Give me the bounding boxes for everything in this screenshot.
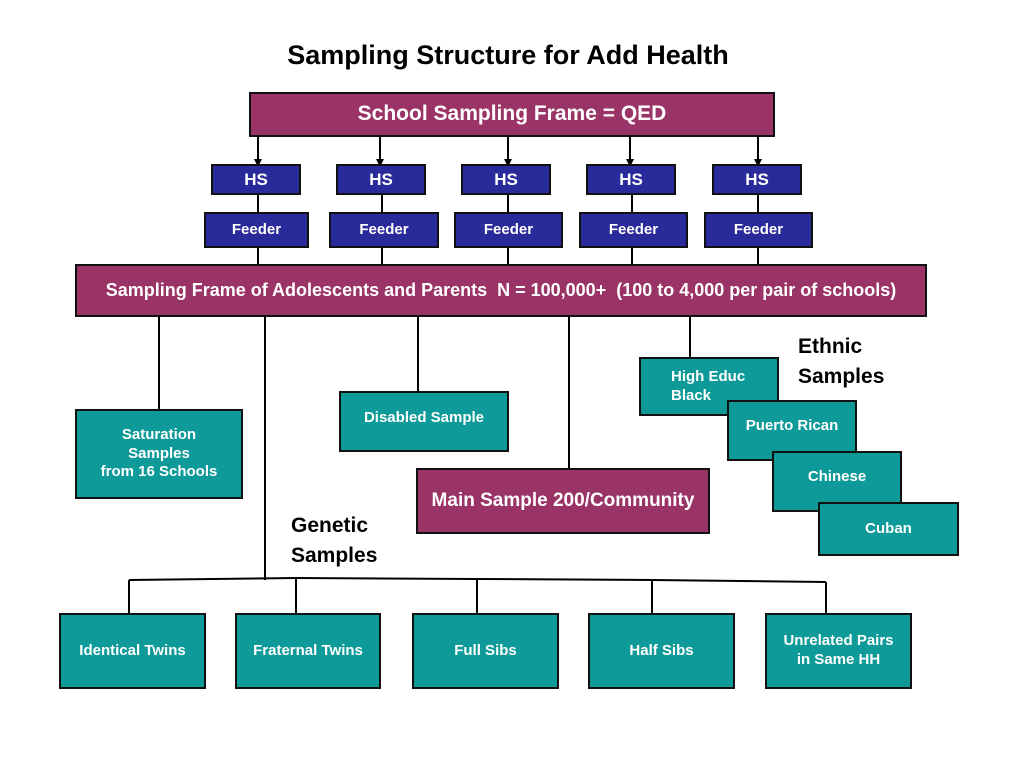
disabled-sample-label: Disabled Sample bbox=[363, 409, 485, 426]
school-sampling-frame-label: School Sampling Frame = QED bbox=[357, 102, 667, 126]
ethnic-label-high-educ-black: High Educ Black bbox=[671, 367, 746, 404]
genetic-heading-line-1: Genetic bbox=[291, 514, 369, 537]
hs-label: HS bbox=[745, 169, 769, 189]
saturation-line-2: Samples bbox=[128, 444, 190, 462]
feeder-box-2: Feeder bbox=[329, 212, 439, 248]
feeder-label: Feeder bbox=[733, 220, 784, 238]
main-sample-label: Main Sample 200/Community bbox=[431, 490, 695, 512]
genetic-box-half-sibs: Half Sibs bbox=[588, 613, 735, 689]
ethnic-heading-line-1: Ethnic bbox=[798, 335, 863, 358]
feeder-label: Feeder bbox=[608, 220, 659, 238]
genetic-label-fraternal-twins: Fraternal Twins bbox=[253, 641, 363, 659]
hs-box-3: HS bbox=[461, 164, 551, 195]
hs-label: HS bbox=[369, 169, 393, 189]
ethnic-box-high-educ-black: High Educ Black bbox=[639, 357, 779, 416]
feeder-box-1: Feeder bbox=[204, 212, 309, 248]
genetic-label-half-sibs: Half Sibs bbox=[629, 641, 694, 659]
hs-box-2: HS bbox=[336, 164, 426, 195]
ethnic-box-chinese: Chinese bbox=[772, 451, 902, 512]
ethnic-label-cuban: Cuban bbox=[865, 519, 912, 537]
genetic-box-unrelated-pairs: Unrelated Pairs in Same HH bbox=[765, 613, 912, 689]
ethnic-box-cuban: Cuban bbox=[818, 502, 959, 556]
diagram-title: Sampling Structure for Add Health bbox=[287, 40, 729, 70]
saturation-line-3: from 16 Schools bbox=[100, 463, 218, 481]
school-sampling-frame-box: School Sampling Frame = QED bbox=[249, 92, 775, 137]
genetic-heading-line-2: Samples bbox=[291, 544, 378, 567]
feeder-label: Feeder bbox=[231, 220, 282, 238]
ethnic-heading-line-2: Samples bbox=[798, 365, 885, 388]
main-sample-box: Main Sample 200/Community bbox=[416, 468, 710, 534]
hs-label: HS bbox=[494, 169, 518, 189]
saturation-line-1: Saturation bbox=[121, 425, 197, 443]
feeder-label: Feeder bbox=[359, 220, 409, 238]
ethnic-samples-heading: Ethnic Samples bbox=[798, 332, 884, 392]
feeder-label: Feeder bbox=[483, 220, 534, 238]
disabled-sample-box: Disabled Sample bbox=[339, 391, 509, 452]
genetic-box-fraternal-twins: Fraternal Twins bbox=[235, 613, 381, 689]
genetic-label-full-sibs: Full Sibs bbox=[454, 641, 517, 659]
hs-box-5: HS bbox=[712, 164, 802, 195]
genetic-label-unrelated-pairs: Unrelated Pairs in Same HH bbox=[783, 632, 894, 668]
genetic-samples-heading: Genetic Samples bbox=[291, 511, 377, 571]
hs-label: HS bbox=[244, 169, 268, 189]
saturation-samples-box: Saturation Samples from 16 Schools bbox=[75, 409, 243, 499]
adolescent-sampling-frame-label: Sampling Frame of Adolescents and Parent… bbox=[105, 280, 897, 301]
adolescent-sampling-frame-box: Sampling Frame of Adolescents and Parent… bbox=[75, 264, 927, 317]
genetic-box-identical-twins: Identical Twins bbox=[59, 613, 206, 689]
genetic-label-identical-twins: Identical Twins bbox=[79, 641, 186, 659]
hs-label: HS bbox=[619, 169, 643, 189]
hs-box-1: HS bbox=[211, 164, 301, 195]
ethnic-label-chinese: Chinese bbox=[807, 468, 867, 485]
genetic-box-full-sibs: Full Sibs bbox=[412, 613, 559, 689]
feeder-box-4: Feeder bbox=[579, 212, 688, 248]
feeder-box-5: Feeder bbox=[704, 212, 813, 248]
hs-box-4: HS bbox=[586, 164, 676, 195]
ethnic-label-puerto-rican: Puerto Rican bbox=[745, 417, 839, 434]
feeder-box-3: Feeder bbox=[454, 212, 563, 248]
ethnic-box-puerto-rican: Puerto Rican bbox=[727, 400, 857, 461]
